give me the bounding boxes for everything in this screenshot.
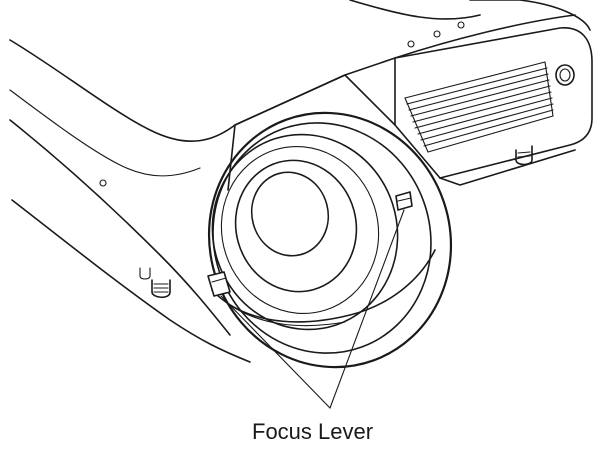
projector-body-top-edge bbox=[9, 39, 236, 142]
indicator-dot-2 bbox=[433, 30, 441, 38]
projector-body-top-inner-edge bbox=[9, 89, 201, 177]
projector-top-surface-edge bbox=[234, 14, 576, 126]
left-foot-ridges bbox=[153, 283, 169, 293]
focus-ring bbox=[211, 133, 399, 331]
projector-right-panel bbox=[394, 27, 593, 179]
focus-lever-right bbox=[395, 191, 413, 211]
body-screw bbox=[99, 179, 107, 187]
lens-hood-top bbox=[234, 74, 396, 126]
focus-lever-left bbox=[207, 271, 231, 297]
lens-hood-lower-inner bbox=[229, 304, 346, 327]
right-foot-ridges bbox=[517, 151, 531, 158]
right-foot bbox=[515, 145, 533, 166]
projector-top-right-edge bbox=[469, 0, 591, 31]
focus-lever-label: Focus Lever bbox=[252, 419, 374, 444]
projector-right-panel-bottom bbox=[439, 149, 576, 186]
indicator-dot-3 bbox=[457, 21, 465, 29]
lens-glass bbox=[250, 171, 330, 257]
callout-leader-right bbox=[329, 209, 405, 409]
control-button-inner bbox=[559, 68, 571, 82]
projector-body-left-side bbox=[9, 119, 231, 336]
projector-right-front-edge bbox=[394, 57, 441, 179]
left-small-foot bbox=[139, 267, 151, 280]
control-button bbox=[555, 64, 575, 86]
lens-barrel bbox=[234, 159, 358, 293]
vent-grille bbox=[404, 61, 554, 153]
indicator-dot-1 bbox=[407, 40, 415, 48]
focus-lever-right-detail bbox=[397, 197, 412, 202]
projector-top-back-edge bbox=[349, 0, 481, 20]
callout-leader-left bbox=[220, 295, 331, 409]
left-foot bbox=[151, 279, 171, 299]
focus-lever-left-detail bbox=[211, 277, 227, 283]
projector-body-bottom-edge bbox=[11, 199, 251, 363]
lens-hood-left bbox=[227, 124, 236, 191]
focus-ring-inner bbox=[220, 146, 380, 314]
lens-hood-lower-curve bbox=[211, 249, 436, 323]
